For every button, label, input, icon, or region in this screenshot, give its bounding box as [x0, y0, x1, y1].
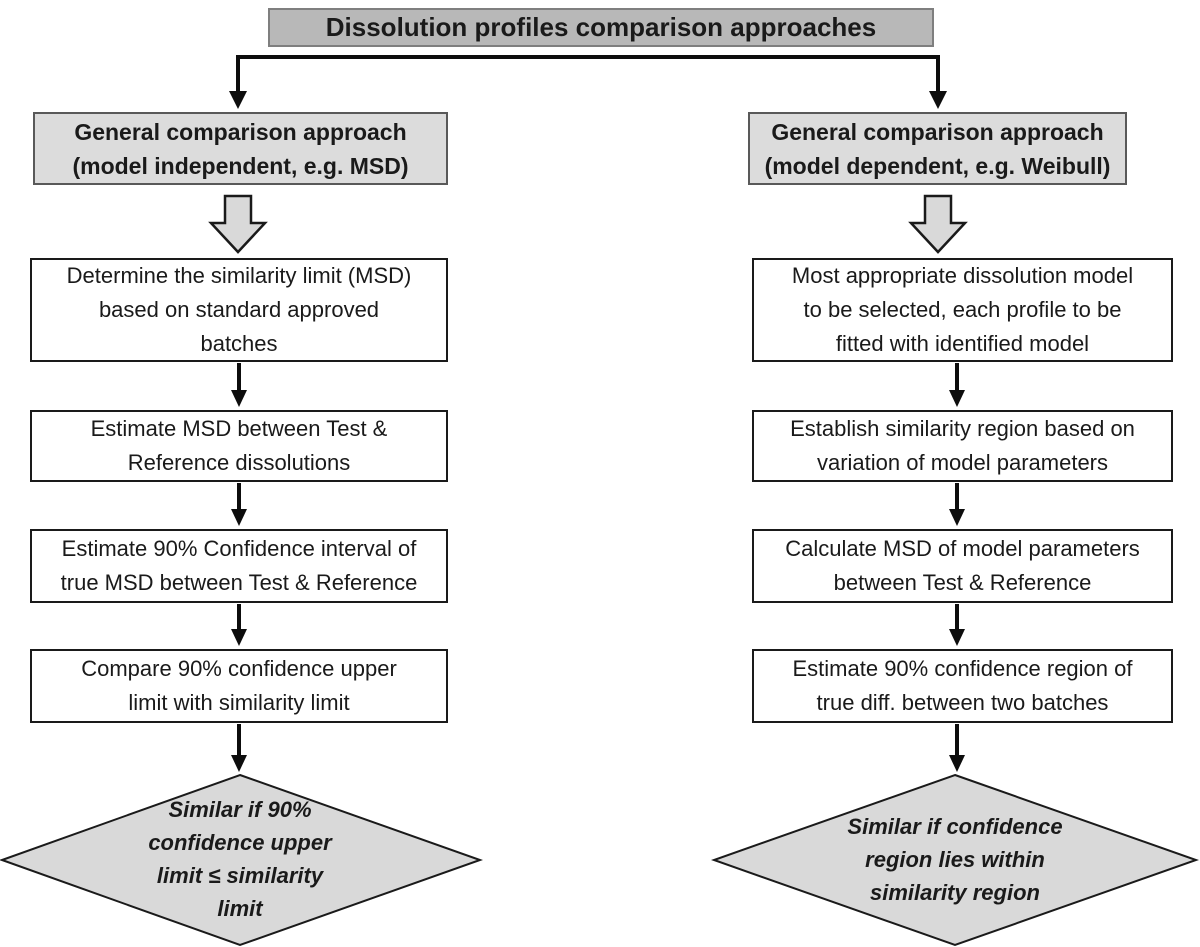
right-decision-diamond	[710, 773, 1200, 947]
left-arrow-3-head-icon	[231, 629, 247, 646]
left-arrow-2-head-icon	[231, 509, 247, 526]
split-left-arrowhead-icon	[229, 91, 247, 109]
left-decision-label: Similar if 90% confidence upper limit ≤ …	[148, 797, 332, 921]
left-arrow-4-head-icon	[231, 755, 247, 772]
right-branch-header: General comparison approach (model depen…	[748, 112, 1127, 185]
right-step-3-box: Calculate MSD of model parameters betwee…	[752, 529, 1173, 603]
right-arrow-1-head-icon	[949, 390, 965, 407]
right-step-4-box: Estimate 90% confidence region of true d…	[752, 649, 1173, 723]
left-branch-header: General comparison approach (model indep…	[33, 112, 448, 185]
right-step-2-box: Establish similarity region based on var…	[752, 410, 1173, 482]
left-step-3-box: Estimate 90% Confidence interval of true…	[30, 529, 448, 603]
left-arrow-1-head-icon	[231, 390, 247, 407]
title-text: Dissolution profiles comparison approach…	[325, 12, 877, 42]
right-block-arrow-icon	[908, 194, 968, 254]
right-step-1-box: Most appropriate dissolution model to be…	[752, 258, 1173, 362]
left-decision-diamond	[0, 773, 483, 947]
left-block-arrow-icon	[208, 194, 268, 254]
left-step-1-box: Determine the similarity limit (MSD) bas…	[30, 258, 448, 362]
left-step-2-box: Estimate MSD between Test & Reference di…	[30, 410, 448, 482]
split-right-arrowhead-icon	[929, 91, 947, 109]
right-arrow-4-head-icon	[949, 755, 965, 772]
right-arrow-2-head-icon	[949, 509, 965, 526]
right-decision-label: Similar if confidence region lies within…	[847, 813, 1063, 905]
right-arrow-3-head-icon	[949, 629, 965, 646]
left-step-4-box: Compare 90% confidence upper limit with …	[30, 649, 448, 723]
title-box: Dissolution profiles comparison approach…	[268, 8, 934, 47]
